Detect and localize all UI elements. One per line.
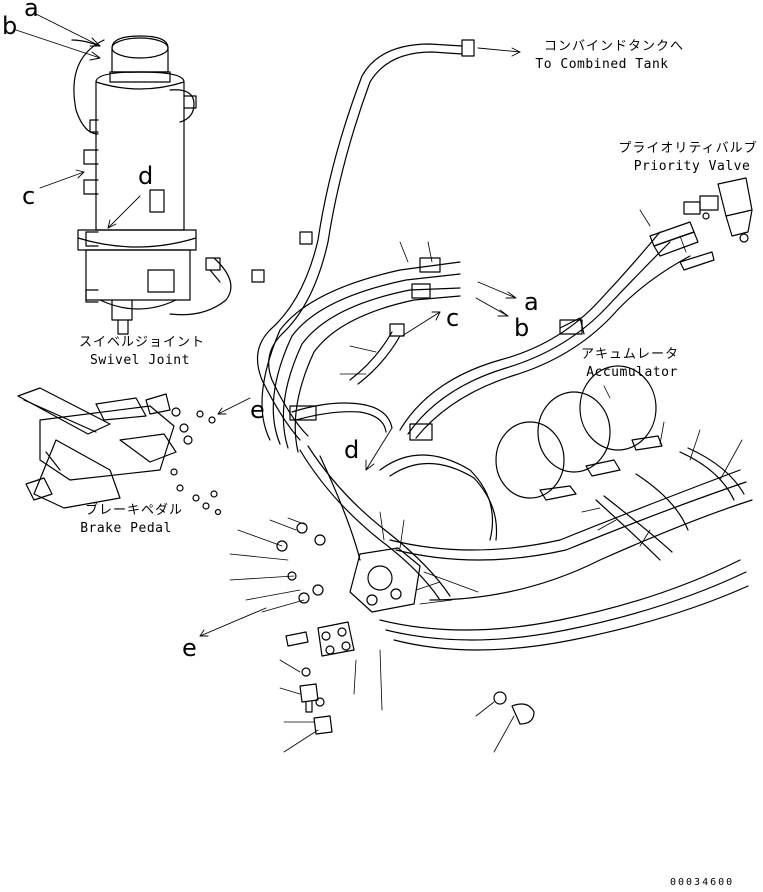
accumulator-label-jp: アキュムレータ bbox=[580, 347, 680, 362]
callout-c-mid: c bbox=[446, 304, 460, 332]
callout-a-top: a bbox=[24, 0, 39, 22]
document-number: 00034600 bbox=[670, 877, 735, 888]
callout-e-right: e bbox=[250, 396, 265, 424]
callout-e-left: e bbox=[182, 634, 197, 662]
callout-b-top: b bbox=[2, 12, 18, 40]
priority-valve-label-jp: プライオリティバルブ bbox=[618, 141, 758, 156]
hose-bundle-drawing bbox=[256, 39, 753, 651]
manifold-fittings-drawing bbox=[276, 522, 535, 735]
swivel-joint-label-en: Swivel Joint bbox=[90, 353, 190, 368]
callout-b-right: b bbox=[514, 314, 530, 342]
brake-pedal-label-en: Brake Pedal bbox=[80, 521, 172, 536]
callout-d-swivel: d bbox=[138, 162, 154, 190]
accumulators-drawing bbox=[495, 365, 745, 561]
brake-pedal-drawing bbox=[17, 387, 222, 516]
priority-valve-label-en: Priority Valve bbox=[633, 159, 751, 174]
callout-arrows bbox=[15, 13, 521, 637]
callout-c-left: c bbox=[22, 182, 36, 210]
brake-pedal-label-jp: ブレーキペダル bbox=[84, 503, 184, 518]
priority-valve-drawing bbox=[649, 177, 753, 271]
callout-a-right: a bbox=[524, 288, 539, 316]
leader-lines bbox=[229, 209, 743, 753]
combined-tank-label-en: To Combined Tank bbox=[535, 57, 669, 72]
swivel-joint-label-jp: スイベルジョイント bbox=[78, 335, 206, 350]
clamps-drawing bbox=[251, 231, 583, 441]
callout-d-mid: d bbox=[344, 436, 360, 464]
accumulator-label-en: Accumulator bbox=[586, 365, 678, 380]
combined-tank-label-jp: コンバインドタンクへ bbox=[543, 39, 685, 54]
swivel-joint-drawing bbox=[71, 35, 232, 335]
